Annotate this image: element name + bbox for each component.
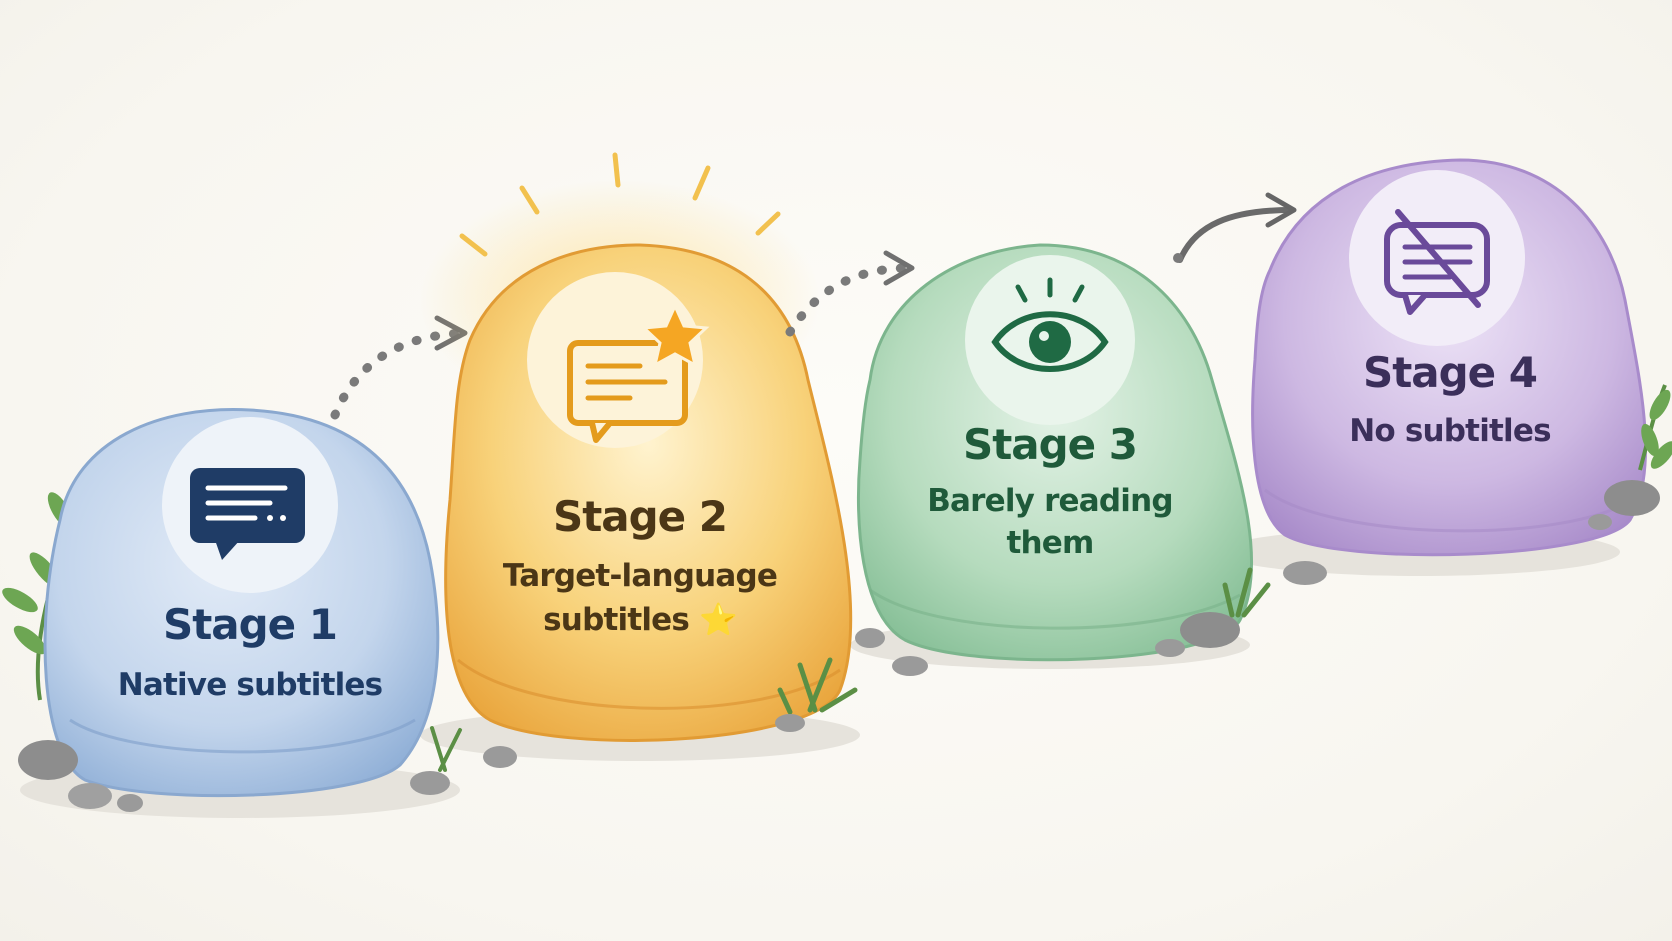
pebble <box>1155 639 1185 657</box>
sparkle-rays <box>459 152 781 257</box>
pebble <box>855 628 885 648</box>
eye-icon <box>991 277 1109 372</box>
stage-3-subtitle-line-2: them <box>1006 525 1094 561</box>
pebble <box>1604 480 1660 516</box>
stage-2-subtitle-line-2: subtitles ⭐ <box>543 602 737 638</box>
pebble <box>1588 514 1612 530</box>
stage-2-subtitle-line-1: Target-language <box>502 558 778 594</box>
stone-stage-3 <box>856 243 1254 662</box>
grass-icon <box>430 726 462 772</box>
pebble <box>1180 612 1240 648</box>
stage-4-title: Stage 4 <box>1362 348 1538 397</box>
stage-4-subtitle: No subtitles <box>1349 413 1551 449</box>
pebble <box>18 740 78 780</box>
stage-1-subtitle: Native subtitles <box>117 667 383 703</box>
stage-2-title: Stage 2 <box>552 492 728 541</box>
grass-icon <box>777 657 858 715</box>
stage-3-subtitle-line-1: Barely reading <box>927 483 1173 519</box>
stage-1-title: Stage 1 <box>162 600 338 649</box>
no-subtitles-icon <box>1384 209 1490 315</box>
pebble <box>410 771 450 795</box>
pebble <box>117 794 143 812</box>
subtitles-star-icon <box>567 302 710 443</box>
arrow-3-4 <box>1177 207 1295 263</box>
grass-icon <box>1222 567 1271 618</box>
pebble <box>775 714 805 732</box>
pebble <box>1283 561 1327 585</box>
arrow-1-2 <box>330 328 470 420</box>
leaf-plant-icon <box>1638 384 1672 471</box>
stage-3-title: Stage 3 <box>962 420 1138 469</box>
pebble <box>483 746 517 768</box>
pebble <box>68 783 112 809</box>
subtitles-icon <box>190 468 305 560</box>
pebble <box>892 656 928 676</box>
arrow-2-3 <box>785 263 917 337</box>
